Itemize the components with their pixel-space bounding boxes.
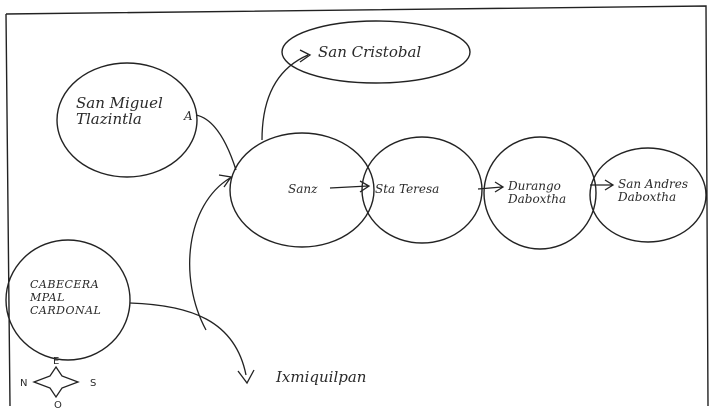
node-outline-sanz	[229, 132, 375, 248]
compass-label-east: E	[53, 356, 60, 367]
node-outline-durango	[483, 136, 597, 250]
node-label-san-miguel: San Miguel Tlazintla	[76, 94, 163, 128]
compass-label-bottom: O	[54, 400, 62, 411]
node-label-san-andres: San Andres Daboxtha	[618, 177, 688, 204]
edge-cabecera-to-ixmiquilpan	[129, 302, 247, 376]
node-outline-san-andres	[589, 147, 707, 243]
node-outline-san-miguel	[56, 62, 198, 178]
node-marker-a: A	[184, 109, 193, 123]
arrowhead-san-andres	[604, 179, 615, 191]
compass-label-south: S	[90, 378, 97, 389]
arrowhead-sanz	[218, 174, 233, 188]
arrowhead-sta-teresa	[359, 180, 371, 193]
node-label-sanz: Sanz	[288, 182, 318, 196]
arrowhead-san-cristobal	[299, 49, 312, 63]
edge-sanz-to-sta-teresa	[329, 185, 369, 189]
compass-icon	[32, 365, 80, 399]
page-border	[5, 5, 709, 407]
edge-sanz-to-san-cristobal	[261, 54, 309, 141]
node-label-durango: Durango Daboxtha	[508, 179, 567, 206]
node-label-ixmiquilpan: Ixmiquilpan	[276, 368, 367, 386]
node-outline-san-cristobal	[281, 20, 471, 84]
edge-sta-teresa-to-durango	[477, 186, 503, 190]
edge-cabecera-to-sanz	[189, 177, 231, 331]
arrowhead-durango	[494, 181, 505, 193]
node-label-san-cristobal: San Cristobal	[318, 43, 422, 61]
node-outline-cabecera	[5, 239, 131, 361]
node-label-cabecera: CABECERA MPAL CARDONAL	[30, 278, 102, 317]
edge-san-miguel-to-sanz	[195, 114, 237, 171]
node-label-sta-teresa: Sta Teresa	[375, 182, 440, 196]
arrowhead-ixmiquilpan	[237, 369, 255, 385]
compass-label-north: N	[20, 378, 28, 389]
